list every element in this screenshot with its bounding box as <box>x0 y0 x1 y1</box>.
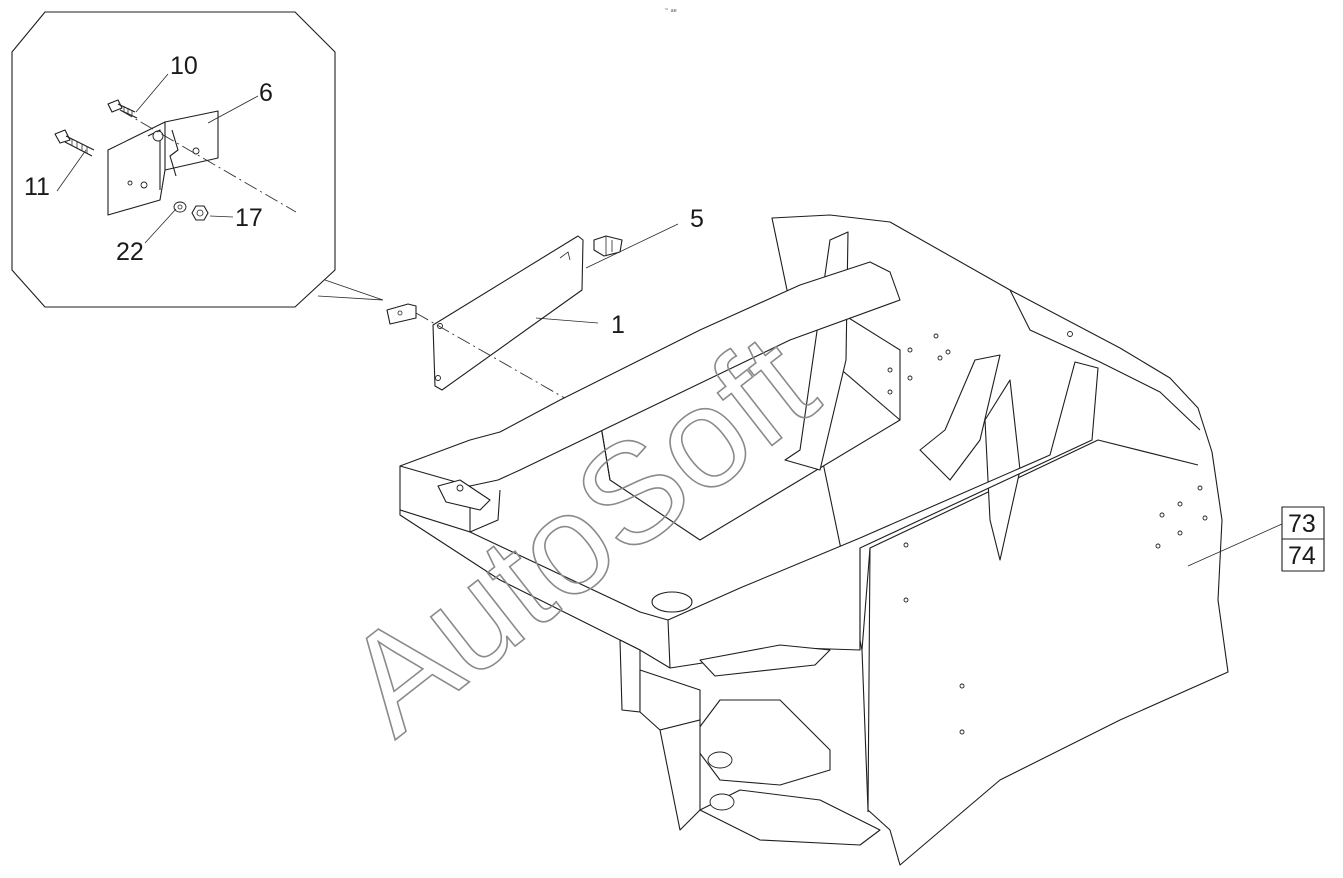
callout-17: 17 <box>235 204 263 232</box>
bolt-10-icon <box>107 99 138 119</box>
callout-11: 11 <box>24 173 50 201</box>
callout-10: 10 <box>170 52 198 80</box>
side-panel-holes <box>887 331 1208 735</box>
hitch-plate-lower <box>699 789 881 846</box>
top-rail <box>399 261 901 487</box>
header-mark: ™ ae <box>664 8 677 14</box>
inset-centerline <box>119 109 297 213</box>
clip-part-5 <box>585 223 679 269</box>
inset-frame <box>11 11 336 308</box>
bolt-11-icon <box>54 129 95 157</box>
callout-73: 73 <box>1288 510 1316 538</box>
callout-74: 74 <box>1288 542 1316 570</box>
washer-22-icon <box>173 201 187 213</box>
nut-17-icon <box>191 205 209 221</box>
hinge-small <box>386 303 417 325</box>
hitch-plate-upper <box>699 644 831 677</box>
callout-box-73 <box>1281 506 1325 540</box>
front-beam <box>399 361 1099 669</box>
callout-6: 6 <box>259 79 273 107</box>
inset-pointer <box>317 279 384 301</box>
watermark: AutoSoft <box>316 304 843 765</box>
callout-5: 5 <box>690 205 704 233</box>
plate-part-1 <box>432 235 599 391</box>
detail-inset: 10 6 11 22 17 <box>11 11 384 308</box>
callout-box-74 <box>1281 538 1325 572</box>
hinge-block <box>107 110 219 216</box>
hitch-plate-mid <box>689 699 831 786</box>
callout-22: 22 <box>116 238 144 266</box>
frame-assembly <box>399 214 1229 866</box>
callout-1: 1 <box>611 311 625 339</box>
